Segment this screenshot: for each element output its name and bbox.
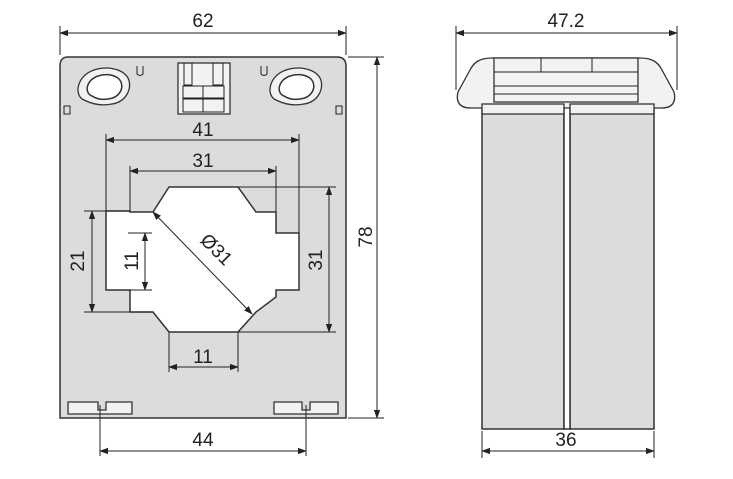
- dim-label-31-horizontal: 31: [192, 151, 213, 172]
- side-terminal: [493, 57, 639, 103]
- right-mount-hole: [278, 73, 315, 101]
- terminal-block: [177, 62, 231, 115]
- right-side-notch: [335, 105, 343, 115]
- side-view: 47.2 36: [455, 11, 678, 458]
- dim-label-41: 41: [192, 120, 213, 141]
- side-housing-right: [569, 109, 655, 430]
- left-mount-hole: [86, 73, 123, 101]
- left-mounting-foot: [67, 401, 133, 415]
- dim-label-62: 62: [192, 11, 213, 32]
- right-small-mark: [260, 66, 268, 76]
- side-lower-flange: [481, 103, 565, 115]
- side-lower-flange-right: [569, 103, 655, 115]
- side-housing-left: [481, 109, 565, 430]
- dim-label-78: 78: [356, 226, 377, 247]
- left-small-mark: [136, 66, 144, 76]
- left-side-notch: [63, 105, 71, 115]
- side-center-gap: [563, 99, 571, 430]
- dim-label-47-2: 47.2: [548, 11, 585, 32]
- dim-line-diameter: [152, 211, 253, 315]
- dim-label-36: 36: [555, 430, 576, 451]
- dim-label-44: 44: [192, 430, 214, 451]
- front-view: 62 78 41 31 31 Ø31 21 11 11 44: [59, 11, 384, 456]
- dim-label-11-horizontal: 11: [193, 347, 213, 368]
- right-mounting-foot: [273, 401, 339, 415]
- dim-label-31-vertical: 31: [306, 249, 327, 270]
- dim-label-11-vertical: 11: [122, 251, 143, 271]
- dim-label-21: 21: [68, 250, 89, 271]
